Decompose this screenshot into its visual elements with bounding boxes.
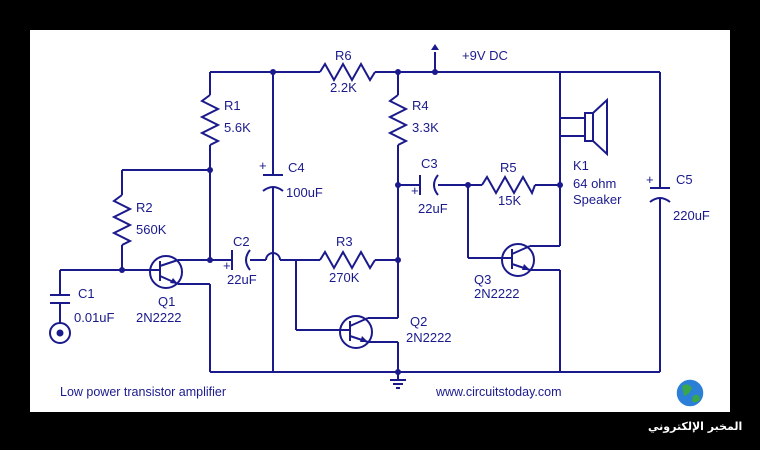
resistor-r6-symbol [319,61,376,83]
q1-value: 2N2222 [136,310,182,325]
watermark-text: المخبر الإلكتروني [648,420,742,433]
c5-value: 220uF [673,208,710,223]
r1-name: R1 [224,98,241,113]
supply-arrow-icon [431,44,439,50]
r5-value: 15K [498,193,521,208]
r3-name: R3 [336,234,353,249]
c1-name: C1 [78,286,95,301]
c3-name: C3 [421,156,438,171]
q2-name: Q2 [410,314,427,329]
transistor-q1-symbol [149,255,183,289]
capacitor-c2-symbol: + [223,249,251,273]
r4-name: R4 [412,98,429,113]
svg-text:+: + [259,158,267,173]
q3-value: 2N2222 [474,286,520,301]
k1-type: Speaker [573,192,622,207]
transistor-q2-symbol [339,315,373,349]
diagram-title: Low power transistor amplifier [60,385,226,399]
svg-text:+: + [223,258,231,273]
transistor-q3-symbol [500,243,535,277]
svg-text:+: + [646,172,654,187]
speaker-k1-icon [560,97,608,157]
q3-name: Q3 [474,272,491,287]
supply-label: +9V DC [462,48,508,63]
c2-name: C2 [233,234,250,249]
resistor-r1-symbol [199,94,221,146]
capacitor-c1-symbol [49,294,71,344]
k1-name: K1 [573,158,589,173]
r2-name: R2 [136,200,153,215]
capacitor-c5-symbol: + [646,172,671,203]
r6-value: 2.2K [330,80,357,95]
r2-value: 560K [136,222,167,237]
r1-value: 5.6K [224,120,251,135]
k1-value: 64 ohm [573,176,616,191]
resistor-r4-symbol [387,94,409,146]
c5-name: C5 [676,172,693,187]
ground-icon [390,379,406,389]
resistor-r2-symbol [111,194,133,246]
junctions [119,69,563,375]
capacitor-c4-symbol: + [259,158,284,192]
globe-logo-icon [675,378,716,408]
r5-name: R5 [500,160,517,175]
c4-name: C4 [288,160,305,175]
website-credit: www.circuitstoday.com [435,385,562,399]
schematic-paper [30,30,730,412]
r3-value: 270K [329,270,360,285]
c2-value: 22uF [227,272,257,287]
svg-text:+: + [411,183,419,198]
wires [59,52,661,380]
q1-name: Q1 [158,294,175,309]
resistor-r5-symbol [481,174,536,196]
resistor-r3-symbol [319,249,376,271]
c1-value: 0.01uF [74,310,115,325]
q2-value: 2N2222 [406,330,452,345]
c4-value: 100uF [286,185,323,200]
c3-value: 22uF [418,201,448,216]
r6-name: R6 [335,48,352,63]
r4-value: 3.3K [412,120,439,135]
capacitor-c3-symbol: + [411,174,439,198]
